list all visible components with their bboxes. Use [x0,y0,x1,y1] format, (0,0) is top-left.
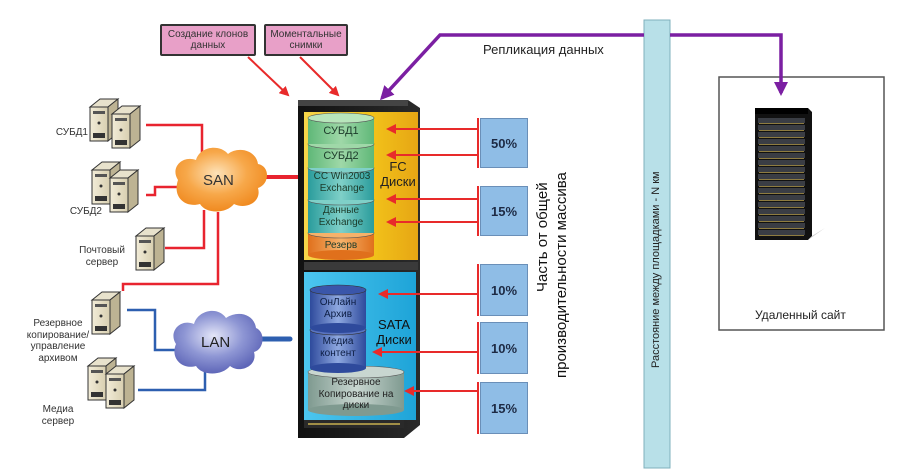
snapshots-box: Моментальные снимки [264,24,348,56]
create-clones-label: Создание клонов данных [167,28,249,52]
san-cloud [175,147,267,212]
replication-link [379,33,788,101]
sata-tier-label-line2: Диски [376,331,412,347]
rack-slot [758,209,805,214]
rack-slot [758,188,805,193]
server-icon-dbms2 [90,160,140,214]
server-icon-backup [90,290,122,336]
performance-caption-line2: производительности массива [552,172,570,378]
top-label-arrows [247,56,340,97]
lan-cloud [173,310,263,374]
rack-slot [758,132,805,137]
fc-tier-label-line1: FC [389,159,407,174]
fc-volume-label-exchange: CC Win2003 Exchange [313,171,371,194]
rack-slot [758,174,805,179]
rack-slot [758,160,805,165]
sata-volume-label-backup: Резервное Копирование на диски [318,377,394,411]
fc-volume-label-dbms1: СУБД1 [323,125,359,137]
replication-label: Репликация данных [483,42,604,57]
create-clones-box: Создание клонов данных [160,24,256,56]
server-label-media: Медиа сервер [41,404,75,427]
rack-slot [758,125,805,130]
sata-volumes [307,284,405,416]
san-link-dbms1 [146,123,204,165]
sata-tier-label-line1: SATA [377,317,411,332]
remote-rack-icon [755,108,825,240]
rack-slot [758,118,805,123]
lan-link-media [138,370,207,392]
lan-links [127,308,293,392]
fc-tier-label: FC Диски [378,159,418,190]
sata-volume-label-media: Медиа контент [320,336,356,359]
fc-volume-label-reserve: Резерв [324,240,358,251]
fc-volumes [307,112,375,260]
fc-tier-label-line2: Диски [380,173,416,189]
volume-green-dbms1 [307,112,375,144]
sata-tier-label: SATA Диски [372,317,416,348]
remote-site-label: Удаленный сайт [755,308,846,322]
server-icon-dbms1 [88,97,142,150]
server-label-dbms2: СУБД2 [69,206,102,217]
san-link-dbms2 [146,185,180,197]
rack-slot [758,139,805,144]
san-link-backup [121,212,220,291]
san-label: SAN [203,172,234,189]
rack-slot [758,195,805,200]
lan-label: LAN [201,334,230,351]
performance-share-box: 10% [480,322,528,374]
rack-slot [758,153,805,158]
performance-share-box: 10% [480,264,528,316]
performance-share-box: 15% [480,186,528,236]
server-label-backup: Резервное копирование/ управление архиво… [26,318,90,364]
rack-slot [758,230,805,235]
distance-band [643,19,671,469]
rack-slot [758,167,805,172]
server-icon-mail [134,226,166,272]
performance-arrows [372,118,479,434]
lan-link-backup [127,308,175,352]
rack-slot [758,216,805,221]
performance-caption: Часть от общей производительности массив… [534,172,572,378]
snapshots-label: Моментальные снимки [270,28,342,52]
server-label-mail: Почтовый сервер [79,245,125,268]
distance-label: Расстояние между площадками - N км [650,171,662,368]
fc-volume-label-dbms2: СУБД2 [323,150,359,162]
sata-volume-label-archive: ОнЛайн Архив [319,297,357,320]
rack-slot [758,202,805,207]
rack-slot [758,146,805,151]
rack-slot [758,181,805,186]
performance-caption-line1: Часть от общей [534,182,551,292]
san-link-mail [165,210,206,250]
performance-share-box: 50% [480,118,528,168]
performance-share-box: 15% [480,382,528,434]
volume-blue-archive [309,284,367,333]
server-icon-media [86,356,136,410]
fc-volume-label-exchange-data: Данные Exchange [318,205,364,228]
server-label-dbms1: СУБД1 [55,127,88,138]
rack-slot [758,223,805,228]
